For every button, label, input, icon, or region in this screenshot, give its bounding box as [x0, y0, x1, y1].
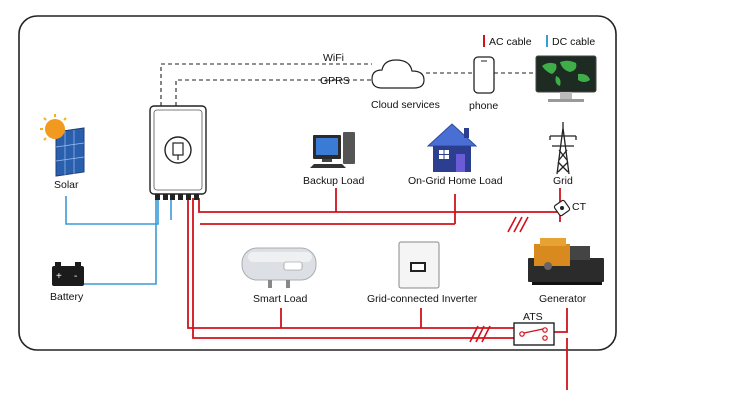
solar-label: Solar [54, 179, 79, 191]
generator-label: Generator [539, 293, 587, 305]
cloud-label: Cloud services [371, 99, 440, 111]
smart-load-label: Smart Load [253, 293, 307, 305]
ac-cables [187, 188, 568, 390]
diagram-frame [18, 15, 617, 351]
grid-inverter-label: Grid-connected Inverter [367, 293, 478, 305]
water-heater-icon [241, 247, 317, 288]
solar-panel-icon [55, 127, 85, 177]
cable-break-marks [469, 216, 529, 343]
legend-ac-label: AC cable [489, 36, 532, 48]
ct-clamp-icon [553, 199, 571, 217]
phone-label: phone [469, 100, 498, 112]
battery-label: Battery [50, 291, 84, 303]
comm-lines [160, 63, 536, 106]
generator-icon [528, 238, 604, 285]
svg-text:+: + [56, 271, 62, 282]
smartphone-icon [473, 56, 495, 94]
battery-icon: + - [52, 262, 84, 286]
legend: AC cable DC cable [483, 35, 595, 48]
desktop-computer-icon [310, 132, 355, 168]
cloud-icon [371, 59, 425, 89]
grid-inverter-icon [398, 241, 440, 289]
world-map-monitor-icon [535, 55, 597, 102]
home-load-label: On-Grid Home Load [408, 175, 503, 187]
svg-text:-: - [74, 271, 77, 282]
grid-label: Grid [553, 175, 573, 187]
ct-label: CT [572, 201, 587, 213]
hybrid-inverter-icon [149, 105, 207, 200]
ats-label: ATS [523, 311, 543, 323]
legend-dc-label: DC cable [552, 36, 595, 48]
wifi-label: WiFi [323, 52, 344, 64]
gprs-label: GPRS [320, 75, 350, 87]
transmission-tower-icon [549, 122, 577, 175]
sun-icon [40, 114, 67, 141]
backup-load-label: Backup Load [303, 175, 364, 187]
ats-switch-icon [513, 322, 555, 346]
house-icon [426, 123, 478, 172]
